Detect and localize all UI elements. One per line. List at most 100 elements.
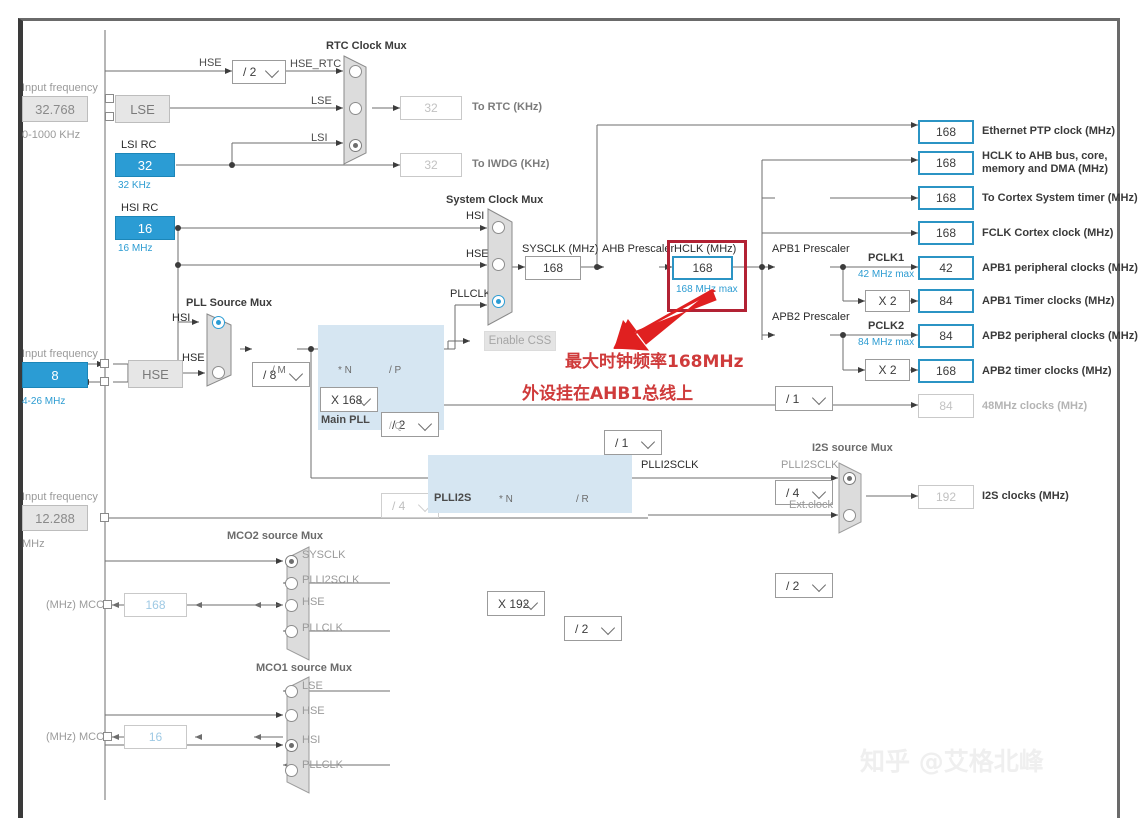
sysclk-label: SYSCLK (MHz) [522,243,599,255]
mco2-src-label-3: PLLCLK [302,622,343,634]
chevron-down-icon [600,620,616,635]
i2s-source-mux-title: I2S source Mux [812,442,893,454]
cortex-systimer-prescaler-select[interactable]: / 1 [775,386,833,411]
sysclk-value: 168 [525,256,581,280]
output-value-hclk-ahb: 168 [918,151,974,175]
output-label-ethernet-ptp: Ethernet PTP clock (MHz) [982,125,1116,137]
annotation-line-2: 外设挂在AHB1总线上 [522,384,694,404]
chevron-down-icon [264,63,280,79]
pll-m-divider-select[interactable]: / 8 [252,362,310,387]
rtc-clock-mux-title: RTC Clock Mux [326,40,407,52]
pll-n-multiplier-select[interactable]: X 168 [320,387,378,412]
mco1-mux-option-lse[interactable] [285,685,298,698]
mco1-source-mux-title: MCO1 source Mux [256,662,352,674]
annotation-arrow-icon [613,289,717,351]
output-label-apb2-peripheral: APB2 peripheral clocks (MHz) [982,330,1138,342]
mco1-mux-option-hsi[interactable] [285,739,298,752]
pll-p-divider-select[interactable]: / 2 [381,412,439,437]
mco2-mux-option-pllclk[interactable] [285,625,298,638]
diagram-frame [18,18,1120,818]
mco1-mux-option-hse[interactable] [285,709,298,722]
pll-m-label: / M [272,365,286,376]
pll-mux-option-hse[interactable] [212,366,225,379]
system-clock-mux-title: System Clock Mux [446,194,544,206]
lsi-caption: LSI RC [121,139,157,151]
apb2-prescaler-select[interactable]: / 2 [775,573,833,598]
output-value-apb1-peripheral: 42 [918,256,974,280]
hsi-value-field[interactable]: 16 [115,216,175,240]
i2s-source-mux[interactable] [838,462,870,534]
lsi-value-field[interactable]: 32 [115,153,175,177]
mco2-mux-option-plli2sclk[interactable] [285,577,298,590]
mco1-src-label-1: HSE [302,705,325,717]
plli2s-n-multiplier-select[interactable]: X 192 [487,591,545,616]
rtc-mux-option-hse-rtc[interactable] [349,65,362,78]
output-value-48mhz: 84 [918,394,974,418]
mco2-mux-option-hse[interactable] [285,599,298,612]
mco2-source-mux-title: MCO2 source Mux [227,530,323,542]
output-value-fclk-cortex: 168 [918,221,974,245]
mco2-pin [103,600,112,609]
mco2-pin-label: (MHz) MCO2 [46,599,111,611]
rtc-mux-option-lsi[interactable] [349,139,362,152]
sysmux-option-hse[interactable] [492,258,505,271]
lse-input-caption: Input frequency [22,82,98,94]
apb1-prescaler-select[interactable]: / 4 [775,480,833,505]
output-value-apb2-peripheral: 84 [918,324,974,348]
output-label-hclk-ahb: HCLK to AHB bus, core, memory and DMA (M… [982,150,1109,175]
plli2s-r-divider-select[interactable]: / 2 [564,616,622,641]
i2s-clocks-value: 192 [918,485,974,509]
i2s-mux-option-plli2sclk[interactable] [843,472,856,485]
lse-source-block[interactable]: LSE [115,95,170,123]
hse-rtc-divider-select[interactable]: / 2 [232,60,286,84]
sysmux-option-hsi[interactable] [492,221,505,234]
i2s-input-unit: MHz [22,538,45,550]
hse-input-range: 4-26 MHz [22,396,66,407]
pll-source-mux-title: PLL Source Mux [186,297,272,309]
mco1-mux-option-pllclk[interactable] [285,764,298,777]
mco2-value: 168 [124,593,187,617]
pll-p-divider-value: / 2 [392,417,406,432]
plli2s-group-label: PLLI2S [434,492,472,504]
hse-pin-top [100,359,109,368]
plli2sclk-label: PLLI2SCLK [641,459,699,471]
mco2-mux-option-sysclk[interactable] [285,555,298,568]
ahb-prescaler-label: AHB Prescaler [602,243,675,255]
apb2-timer-multiplier: X 2 [865,359,910,381]
apb1-prescaler-label: APB1 Prescaler [772,243,850,255]
hse-rtc-label: HSE_RTC [290,58,342,70]
hsi-range: 16 MHz [118,243,153,254]
rtc-hse-label: HSE [199,57,222,69]
output-label-apb1-timer: APB1 Timer clocks (MHz) [982,295,1115,307]
main-pll-group-label: Main PLL [321,414,370,426]
mco1-src-label-2: HSI [302,734,321,746]
ahb-prescaler-value: / 1 [615,435,629,450]
mco1-src-label-3: PLLCLK [302,759,343,771]
output-label-apb2-timer: APB2 timer clocks (MHz) [982,365,1112,377]
pll-n-label: * N [338,365,352,376]
watermark: 知乎 @艾格北峰 [860,747,1044,776]
to-rtc-label: To RTC (KHz) [472,101,543,113]
sysmux-hse-label: HSE [466,248,489,260]
rtc-mux-option-lse[interactable] [349,102,362,115]
pll-mux-option-hsi[interactable] [212,316,225,329]
hclk-max-note: 168 MHz max [676,284,738,295]
pll-mux-hsi-label: HSI [172,312,191,324]
cortex-systimer-prescaler-value: / 1 [786,391,800,406]
mco1-src-label-0: LSE [302,680,323,692]
chevron-down-icon [417,416,433,431]
ahb-prescaler-select[interactable]: / 1 [604,430,662,455]
i2s-input-frequency-field[interactable]: 12.288 [22,505,88,531]
chevron-down-icon [640,434,656,449]
lse-input-frequency-field[interactable]: 32.768 [22,96,88,122]
enable-css-button[interactable]: Enable CSS [484,331,556,351]
pll-p-label: / P [389,365,402,376]
hse-source-block[interactable]: HSE [128,360,183,388]
i2s-mux-option-extclock[interactable] [843,509,856,522]
i2s-input-caption: Input frequency [22,491,98,503]
output-value-apb2-timer: 168 [918,359,974,383]
hse-input-frequency-field[interactable]: 8 [22,362,88,388]
rtc-lsi-label: LSI [311,132,328,144]
sysmux-option-pllclk[interactable] [492,295,505,308]
annotation-line-1: 最大时钟频率168MHz [565,352,744,372]
